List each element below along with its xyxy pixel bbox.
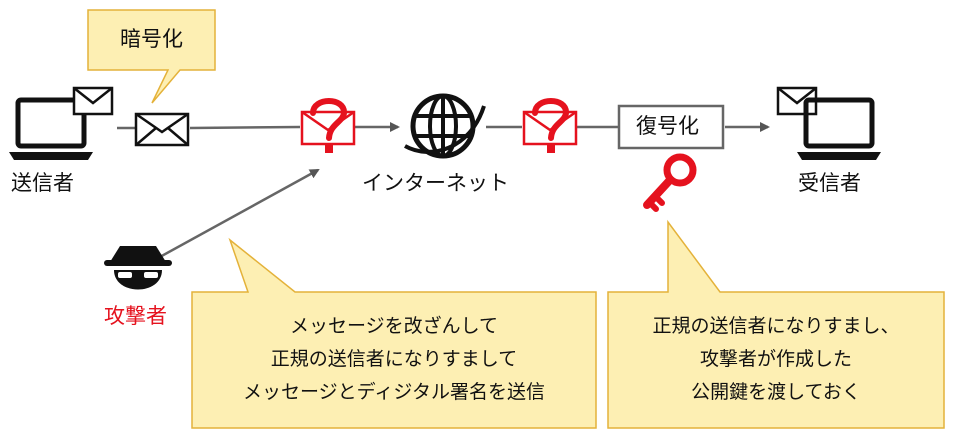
decrypt-label: 復号化 — [636, 114, 699, 138]
line-envelope-to-tamper — [189, 125, 301, 130]
key-callout-line-3: 公開鍵を渡しておく — [691, 381, 861, 403]
attacker-callout-text: メッセージを改ざんして 正規の送信者になりすまして メッセージとディジタル署名を… — [192, 310, 596, 409]
encrypt-label: 暗号化 — [120, 27, 183, 51]
attacker-callout — [191, 237, 597, 429]
receiver-envelope-icon — [776, 86, 818, 116]
internet-globe-icon — [404, 93, 486, 159]
receiver-label: 受信者 — [798, 171, 861, 195]
attacker-callout-line-3: メッセージとディジタル署名を送信 — [243, 381, 545, 403]
internet-label: インターネット — [362, 171, 509, 195]
encrypted-envelope-icon — [134, 112, 190, 147]
decrypt-box — [617, 104, 725, 150]
flow-lines — [117, 122, 770, 260]
sender-laptop-icon — [9, 97, 93, 160]
attacker-callout-line-1: メッセージを改ざんして — [289, 315, 499, 337]
receiver-laptop-icon — [797, 97, 881, 160]
tampered-envelope-icon-2 — [522, 98, 578, 153]
attacker-callout-line-2: 正規の送信者になりすまして — [270, 348, 518, 370]
key-icon — [643, 153, 697, 212]
key-callout-text: 正規の送信者になりすまし、 攻撃者が作成した 公開鍵を渡しておく — [608, 310, 944, 409]
key-callout-line-2: 攻撃者が作成した — [699, 348, 852, 370]
spy-icon — [104, 246, 172, 290]
arrow-attacker-to-message — [157, 168, 320, 260]
key-callout — [607, 219, 945, 429]
sender-envelope-icon — [72, 86, 114, 116]
attacker-label: 攻撃者 — [104, 304, 167, 328]
encrypt-callout — [87, 9, 216, 104]
key-callout-line-1: 正規の送信者になりすまし、 — [652, 315, 900, 337]
sender-label: 送信者 — [11, 171, 74, 195]
tampered-envelope-icon — [300, 98, 356, 153]
